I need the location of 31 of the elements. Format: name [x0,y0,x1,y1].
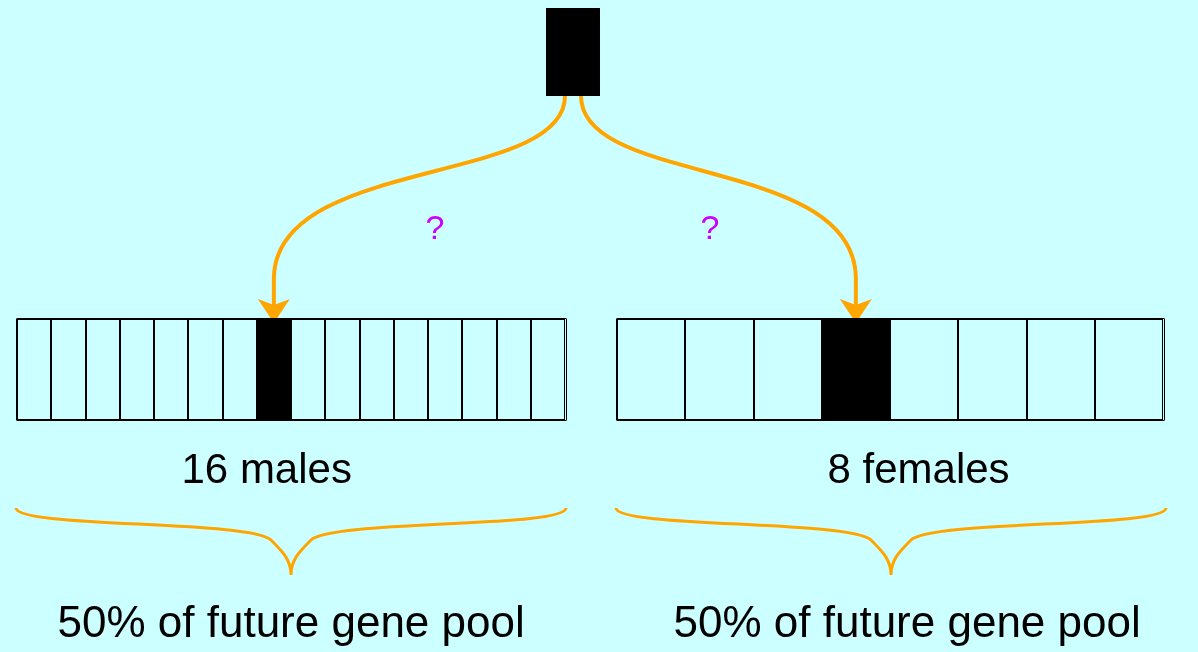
individual-block [546,8,600,96]
cell [17,319,52,420]
cell-strip [16,318,567,421]
note-text: 50% of future gene pool [57,597,525,647]
cell [188,319,223,420]
cell [1094,319,1163,420]
cell [496,319,531,420]
cell [958,319,1027,420]
cell [753,319,822,420]
cell [85,319,120,420]
cell [530,319,565,420]
cell [222,319,257,420]
cell [119,319,154,420]
group-caption: 8 females [827,445,1010,493]
cell [325,319,360,420]
note-text: 50% of future gene pool [673,597,1141,647]
cell [154,319,189,420]
cell [428,319,463,420]
marked-cell [821,319,890,420]
cell [51,319,86,420]
cell [685,319,754,420]
marked-cell [256,319,291,420]
cell [890,319,959,420]
cell-strip [616,318,1165,421]
group-caption: 16 males [181,445,352,493]
cell [359,319,394,420]
cell [393,319,428,420]
cell [462,319,497,420]
cell [1026,319,1095,420]
cell [291,319,326,420]
cell [617,319,686,420]
